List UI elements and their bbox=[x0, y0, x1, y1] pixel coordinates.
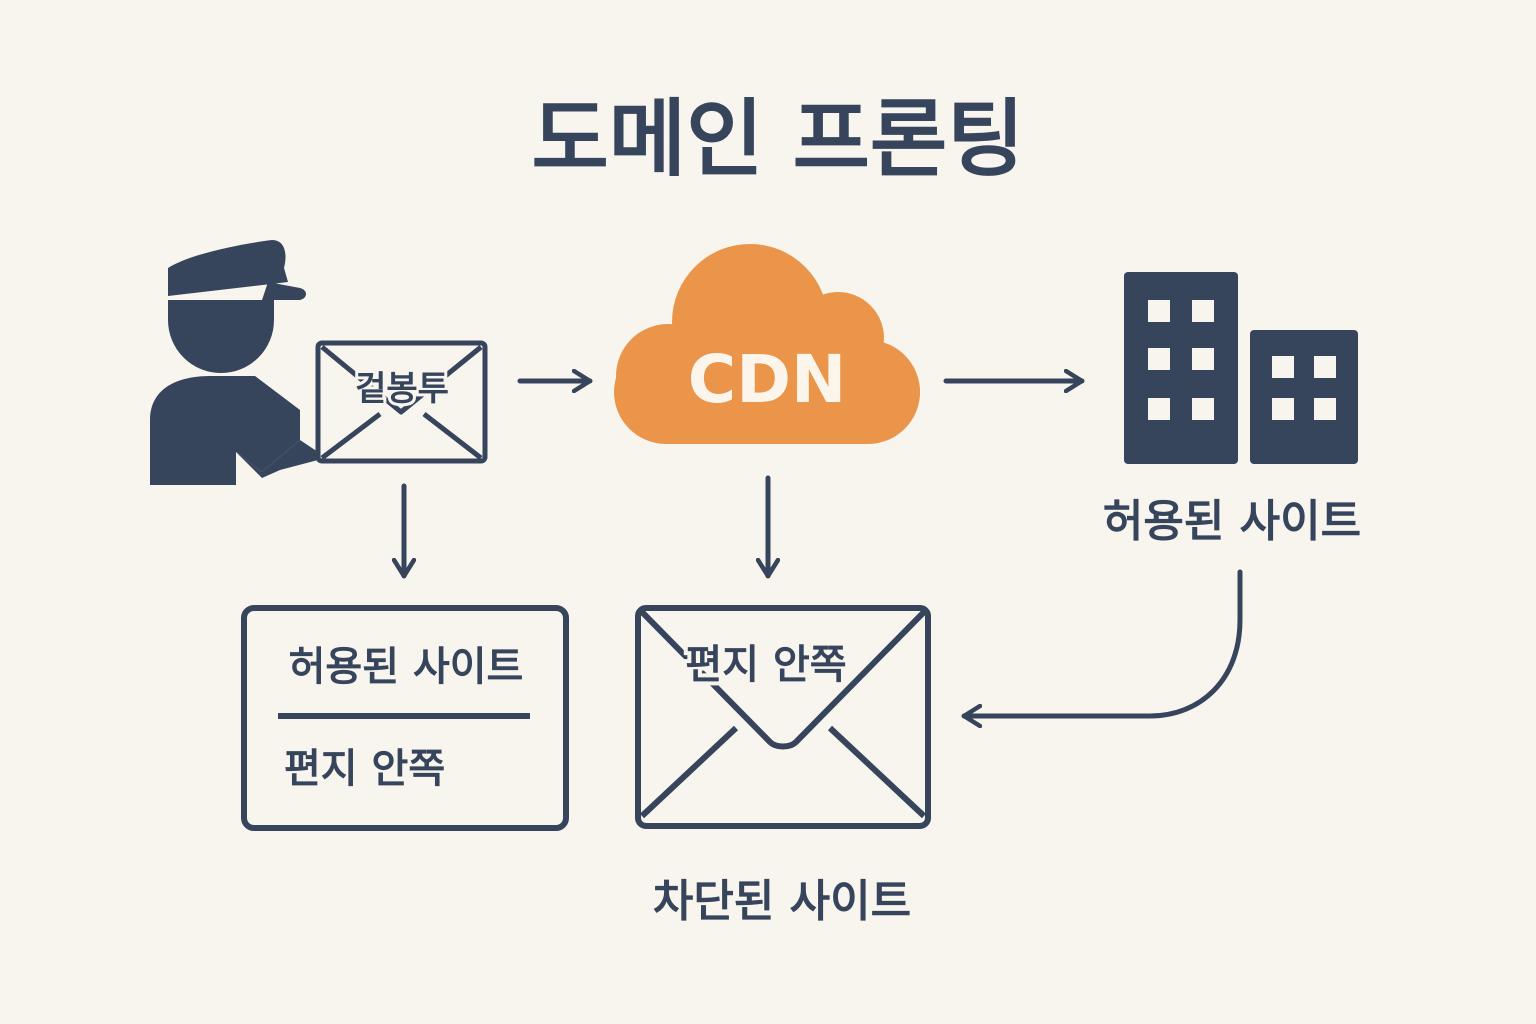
person-with-cap-icon bbox=[150, 240, 318, 485]
cdn-label: CDN bbox=[688, 341, 846, 418]
outer-envelope-label: 겉봉투 bbox=[355, 369, 449, 409]
card-line-allowed-site: 허용된 사이트 bbox=[289, 644, 524, 690]
inner-envelope-icon bbox=[635, 605, 931, 829]
header-card bbox=[241, 605, 569, 831]
card-line-inner-letter: 편지 안쪽 bbox=[284, 746, 445, 792]
cloud-icon bbox=[614, 244, 920, 444]
page-title: 도메인 프론팅 bbox=[532, 90, 1025, 188]
outer-envelope-icon bbox=[315, 340, 488, 464]
inner-letter-label: 편지 안쪽 bbox=[685, 642, 846, 688]
building-icon bbox=[1124, 272, 1358, 464]
arrow-icon bbox=[961, 569, 1243, 716]
allowed-site-label: 허용된 사이트 bbox=[1103, 496, 1361, 547]
blocked-site-label: 차단된 사이트 bbox=[653, 876, 911, 927]
